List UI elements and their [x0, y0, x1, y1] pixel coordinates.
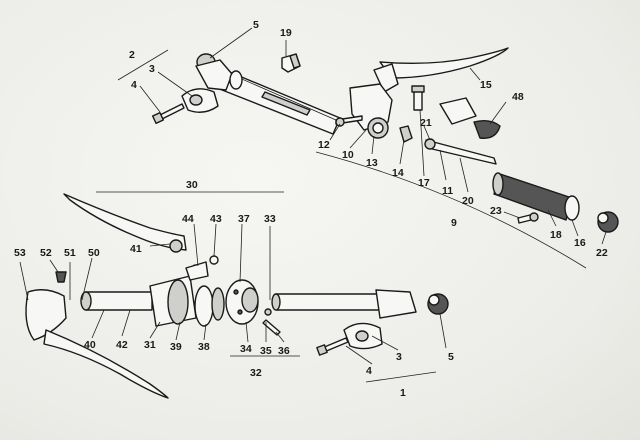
callout-3b: 3	[396, 351, 402, 363]
lower-housing-31	[149, 275, 197, 327]
callout-30: 30	[186, 179, 198, 191]
callout-5: 5	[253, 19, 259, 31]
callout-2: 2	[129, 49, 135, 61]
callout-9: 9	[451, 217, 457, 229]
callout-51: 51	[64, 247, 76, 259]
screw-35-36	[262, 308, 281, 336]
callout-22: 22	[596, 247, 608, 259]
callout-42: 42	[116, 339, 128, 351]
lower-lever-53	[25, 289, 169, 399]
callout-53: 53	[14, 247, 26, 259]
block-19	[281, 53, 301, 73]
callout-38: 38	[198, 341, 210, 353]
callout-41: 41	[130, 243, 142, 255]
callout-52: 52	[40, 247, 52, 259]
callout-1: 1	[400, 387, 406, 399]
clip-14	[399, 125, 413, 143]
callout-37: 37	[238, 213, 250, 225]
callout-3: 3	[149, 63, 155, 75]
lower-sleeve-40	[80, 291, 153, 311]
callout-18: 18	[550, 229, 562, 241]
upper-handlebar-tube	[211, 67, 341, 135]
callout-10: 10	[342, 149, 354, 161]
bracket-2	[117, 49, 169, 81]
callout-32: 32	[250, 367, 262, 379]
lower-clamp-end	[375, 289, 449, 319]
callout-17: 17	[418, 177, 430, 189]
grip-18	[492, 172, 580, 221]
callout-43: 43	[210, 213, 222, 225]
upper-lever-bracket-13	[349, 83, 393, 139]
lower-lever-41	[63, 193, 187, 253]
callout-39: 39	[170, 341, 182, 353]
callout-16: 16	[574, 237, 586, 249]
callout-35: 35	[260, 345, 272, 357]
lower-screws-43-44	[185, 255, 219, 281]
end-cap-22	[597, 211, 619, 233]
bracket-1	[365, 371, 437, 383]
callout-5b: 5	[448, 351, 454, 363]
callout-33: 33	[264, 213, 276, 225]
switch-body-34	[225, 279, 259, 325]
callout-40: 40	[84, 339, 96, 351]
callout-23: 23	[490, 205, 502, 217]
lower-handlebar-tube	[271, 293, 381, 311]
pin-11	[411, 85, 425, 111]
callout-48: 48	[512, 91, 524, 103]
callout-4: 4	[131, 79, 137, 91]
callout-20: 20	[462, 195, 474, 207]
callout-13: 13	[366, 157, 378, 169]
upper-lever-15	[373, 47, 509, 93]
callout-50: 50	[88, 247, 100, 259]
callout-31: 31	[144, 339, 156, 351]
screw-52	[55, 271, 67, 283]
callout-12: 12	[318, 139, 330, 151]
upper-clamp-end-nut	[195, 53, 243, 91]
callout-19: 19	[280, 27, 292, 39]
callout-11: 11	[442, 185, 453, 197]
callout-44: 44	[182, 213, 194, 225]
lower-clamp-half-3	[343, 322, 383, 350]
lever-48	[439, 97, 501, 139]
callout-14: 14	[392, 167, 404, 179]
lower-bolt-4	[316, 337, 349, 356]
upper-clamp-half-3	[181, 88, 219, 113]
screw-12	[335, 115, 363, 127]
upper-bolt-4	[151, 103, 185, 125]
callout-4b: 4	[366, 365, 372, 377]
screw-23	[517, 212, 539, 224]
cable-adjuster-20	[424, 138, 497, 165]
callout-34: 34	[240, 343, 252, 355]
callout-36: 36	[278, 345, 290, 357]
callout-21: 21	[420, 117, 432, 129]
ring-38-39	[194, 285, 225, 327]
callout-15: 15	[480, 79, 492, 91]
bracket-9	[315, 151, 587, 269]
